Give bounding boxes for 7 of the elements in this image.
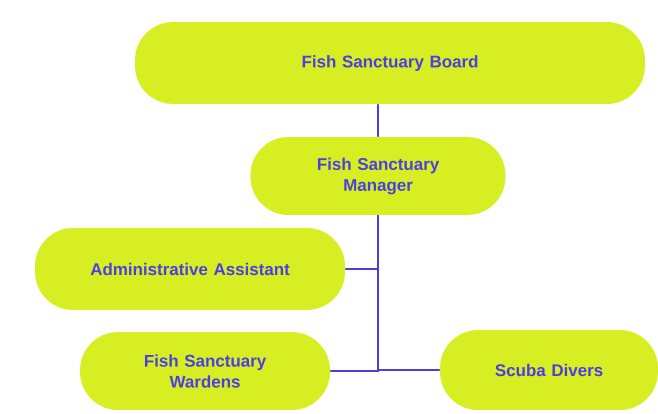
org-box: Fish Sanctuary Wardens (80, 332, 330, 410)
org-box: Scuba Divers (440, 330, 658, 410)
org-box: Fish Sanctuary Board (135, 22, 645, 104)
connector-line (377, 104, 379, 137)
org-box: Fish Sanctuary Manager (250, 137, 506, 215)
org-box: Administrative Assistant (35, 228, 345, 310)
connector-line (377, 215, 440, 371)
